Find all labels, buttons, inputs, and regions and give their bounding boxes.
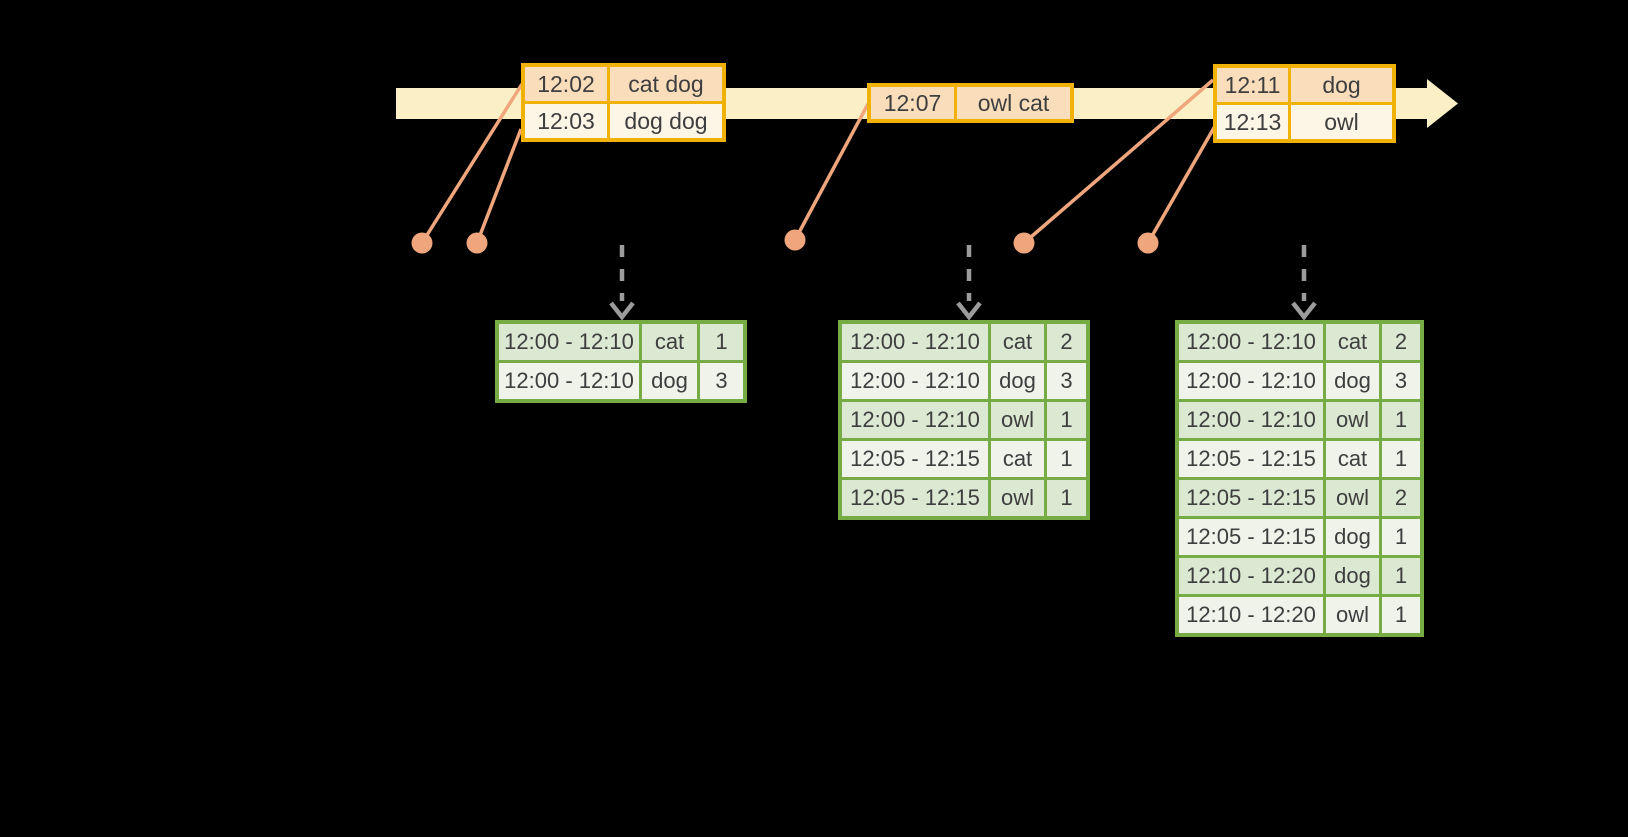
arrow-down-icon xyxy=(1291,301,1317,321)
word-cell: dog xyxy=(1326,363,1379,399)
count-cell: 3 xyxy=(1382,363,1420,399)
event-time: 12:02 xyxy=(525,67,607,101)
event-table-1: 12:02 cat dog 12:03 dog dog xyxy=(521,63,726,142)
window-cell: 12:00 - 12:10 xyxy=(1179,324,1323,360)
window-cell: 12:05 - 12:15 xyxy=(1179,480,1323,516)
event-words: dog dog xyxy=(610,104,722,138)
word-cell: dog xyxy=(1326,519,1379,555)
event-words: owl xyxy=(1291,105,1392,139)
window-cell: 12:05 - 12:15 xyxy=(1179,519,1323,555)
word-cell: dog xyxy=(991,363,1044,399)
window-cell: 12:05 - 12:15 xyxy=(842,441,988,477)
word-cell: cat xyxy=(1326,441,1379,477)
result-table-3: 12:00 - 12:10 cat 2 12:00 - 12:10 dog 3 … xyxy=(1175,320,1424,637)
event-connector-line xyxy=(1022,78,1215,245)
count-cell: 2 xyxy=(1382,324,1420,360)
count-cell: 1 xyxy=(1382,441,1420,477)
word-cell: owl xyxy=(1326,402,1379,438)
word-cell: owl xyxy=(991,402,1044,438)
event-words: owl cat xyxy=(957,87,1070,119)
count-cell: 1 xyxy=(1047,480,1086,516)
window-cell: 12:00 - 12:10 xyxy=(842,363,988,399)
event-dot xyxy=(784,229,806,251)
count-cell: 2 xyxy=(1047,324,1086,360)
event-table-3: 12:11 dog 12:13 owl xyxy=(1213,64,1396,143)
count-cell: 2 xyxy=(1382,480,1420,516)
count-cell: 1 xyxy=(1382,402,1420,438)
result-table-1: 12:00 - 12:10 cat 1 12:00 - 12:10 dog 3 xyxy=(495,320,747,403)
event-table-2: 12:07 owl cat xyxy=(867,83,1074,123)
arrow-down-icon xyxy=(956,301,982,321)
event-connector-line xyxy=(1146,125,1217,244)
count-cell: 1 xyxy=(1382,519,1420,555)
event-connector-line xyxy=(475,128,523,244)
event-connector-line xyxy=(420,83,524,244)
event-time: 12:11 xyxy=(1217,68,1288,102)
arrow-down-icon xyxy=(609,301,635,321)
window-cell: 12:10 - 12:20 xyxy=(1179,597,1323,633)
window-cell: 12:00 - 12:10 xyxy=(499,363,639,399)
word-cell: dog xyxy=(642,363,697,399)
event-time: 12:07 xyxy=(871,87,954,119)
count-cell: 3 xyxy=(1047,363,1086,399)
word-cell: cat xyxy=(991,441,1044,477)
window-cell: 12:00 - 12:10 xyxy=(499,324,639,360)
word-cell: owl xyxy=(1326,480,1379,516)
count-cell: 1 xyxy=(1047,441,1086,477)
count-cell: 1 xyxy=(1382,597,1420,633)
count-cell: 1 xyxy=(1382,558,1420,594)
word-cell: owl xyxy=(991,480,1044,516)
window-cell: 12:00 - 12:10 xyxy=(1179,402,1323,438)
window-cell: 12:10 - 12:20 xyxy=(1179,558,1323,594)
result-table-2: 12:00 - 12:10 cat 2 12:00 - 12:10 dog 3 … xyxy=(838,320,1090,520)
window-cell: 12:00 - 12:10 xyxy=(842,324,988,360)
word-cell: cat xyxy=(991,324,1044,360)
event-dot xyxy=(411,232,433,254)
word-cell: cat xyxy=(1326,324,1379,360)
count-cell: 3 xyxy=(700,363,743,399)
count-cell: 1 xyxy=(700,324,743,360)
event-dot xyxy=(1013,232,1035,254)
word-cell: owl xyxy=(1326,597,1379,633)
event-dot xyxy=(466,232,488,254)
timeline-arrowhead-icon xyxy=(1427,79,1458,128)
word-cell: dog xyxy=(1326,558,1379,594)
window-cell: 12:05 - 12:15 xyxy=(1179,441,1323,477)
event-dot xyxy=(1137,232,1159,254)
window-cell: 12:00 - 12:10 xyxy=(1179,363,1323,399)
event-words: cat dog xyxy=(610,67,722,101)
event-words: dog xyxy=(1291,68,1392,102)
event-time: 12:13 xyxy=(1217,105,1288,139)
word-cell: cat xyxy=(642,324,697,360)
window-cell: 12:00 - 12:10 xyxy=(842,402,988,438)
event-time: 12:03 xyxy=(525,104,607,138)
count-cell: 1 xyxy=(1047,402,1086,438)
event-connector-line xyxy=(793,103,870,241)
window-cell: 12:05 - 12:15 xyxy=(842,480,988,516)
